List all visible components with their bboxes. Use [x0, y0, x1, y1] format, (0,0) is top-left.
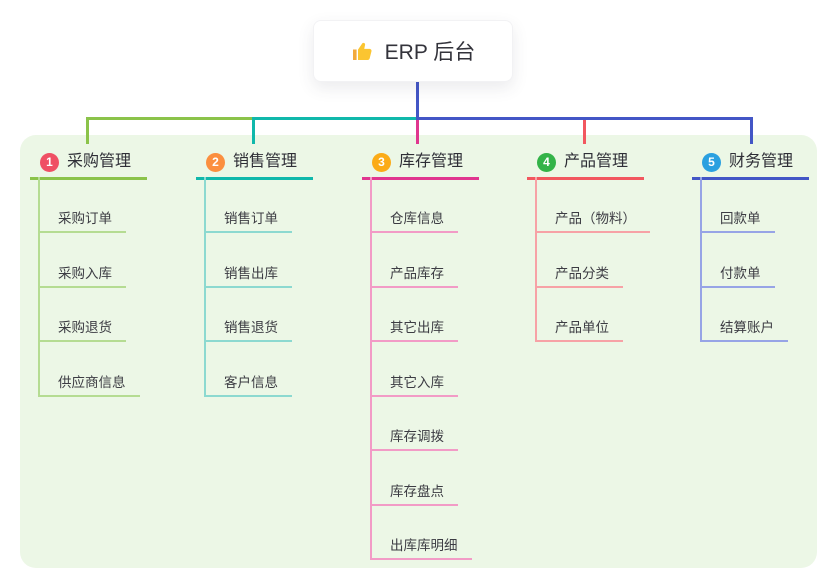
branch-number-badge: 4	[537, 152, 556, 172]
connector-drop-product	[583, 120, 586, 144]
child-node[interactable]: 采购退货	[38, 316, 126, 342]
branch-label: 销售管理	[233, 153, 298, 170]
child-node[interactable]: 仓库信息	[370, 207, 458, 233]
branch-number-badge: 1	[40, 152, 59, 172]
child-node[interactable]: 库存调拨	[370, 425, 458, 451]
child-node[interactable]: 采购订单	[38, 207, 126, 233]
connector-drop-purchase	[86, 117, 89, 144]
branch-header[interactable]: 5 财务管理	[692, 150, 810, 180]
child-node[interactable]: 产品分类	[535, 262, 623, 288]
branch-label: 财务管理	[729, 153, 794, 170]
branch-trunk-line	[370, 177, 372, 560]
branch-number-badge: 5	[702, 152, 721, 172]
connector-horizontal-purchase	[86, 117, 255, 120]
branch-header[interactable]: 3 库存管理	[362, 150, 480, 180]
child-node[interactable]: 回款单	[700, 207, 775, 233]
branch: 1 采购管理 采购订单采购入库采购退货供应商信息	[30, 150, 148, 397]
child-node[interactable]: 销售出库	[204, 262, 292, 288]
child-node[interactable]: 销售退货	[204, 316, 292, 342]
branch-label: 采购管理	[67, 153, 132, 170]
root-title: ERP 后台	[384, 41, 476, 64]
branch-trunk-line	[700, 177, 702, 342]
root-node[interactable]: ERP 后台	[313, 20, 513, 82]
child-node[interactable]: 其它入库	[370, 371, 458, 397]
child-node[interactable]: 客户信息	[204, 371, 292, 397]
connector-horizontal-sales	[252, 117, 419, 120]
branch-header[interactable]: 1 采购管理	[30, 150, 148, 180]
branch-number-badge: 2	[206, 152, 225, 172]
branch-label: 产品管理	[564, 153, 629, 170]
branch-label: 库存管理	[399, 153, 464, 170]
child-node[interactable]: 采购入库	[38, 262, 126, 288]
branches-panel	[20, 135, 817, 568]
branch-header[interactable]: 2 销售管理	[196, 150, 314, 180]
branch-trunk-line	[535, 177, 537, 342]
child-node[interactable]: 销售订单	[204, 207, 292, 233]
child-node[interactable]: 供应商信息	[38, 371, 140, 397]
connector-horizontal-right	[416, 117, 753, 120]
child-node[interactable]: 出库库明细	[370, 534, 472, 560]
branch: 5 财务管理 回款单付款单结算账户	[692, 150, 810, 342]
child-node[interactable]: 结算账户	[700, 316, 788, 342]
connector-root-vertical	[416, 82, 419, 120]
connector-drop-inventory	[416, 120, 419, 144]
branch-header[interactable]: 4 产品管理	[527, 150, 645, 180]
child-node[interactable]: 产品单位	[535, 316, 623, 342]
connector-drop-finance	[750, 120, 753, 144]
child-node[interactable]: 付款单	[700, 262, 775, 288]
child-node[interactable]: 产品（物料）	[535, 207, 650, 233]
child-node[interactable]: 产品库存	[370, 262, 458, 288]
branch: 2 销售管理 销售订单销售出库销售退货客户信息	[196, 150, 314, 397]
connector-drop-sales	[252, 117, 255, 144]
branch: 3 库存管理 仓库信息产品库存其它出库其它入库库存调拨库存盘点出库库明细	[362, 150, 480, 560]
thumbs-up-icon	[351, 39, 375, 63]
branch-number-badge: 3	[372, 152, 391, 172]
child-node[interactable]: 其它出库	[370, 316, 458, 342]
child-node[interactable]: 库存盘点	[370, 480, 458, 506]
branch: 4 产品管理 产品（物料） 产品分类产品单位	[527, 150, 650, 342]
